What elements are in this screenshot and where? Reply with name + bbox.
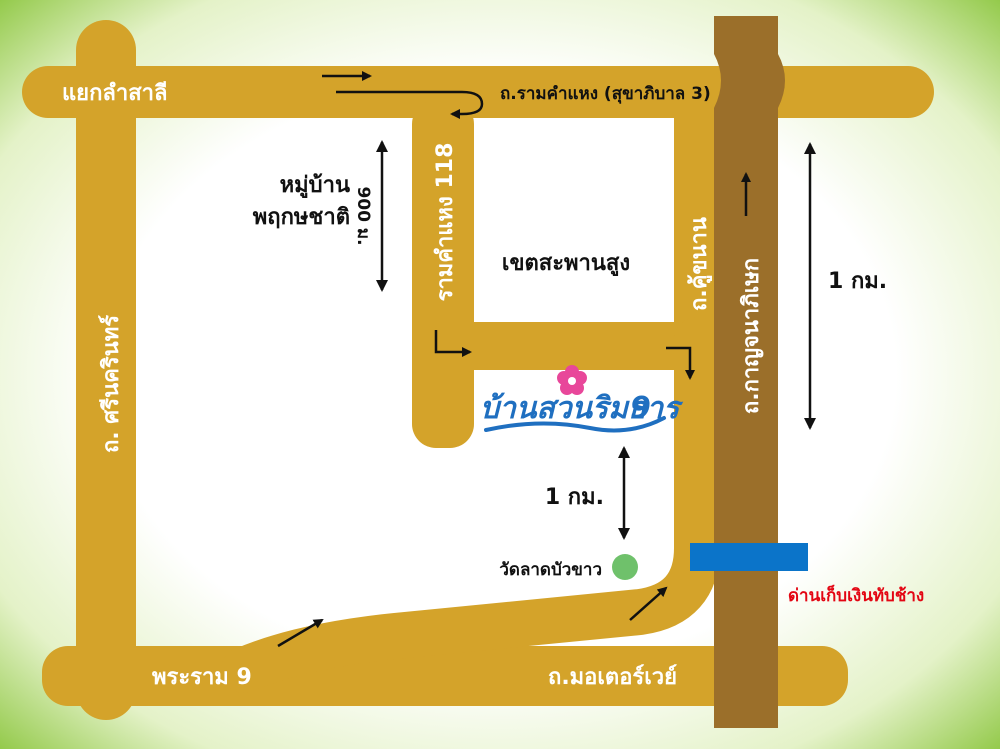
village-logo: บ้านสวนริมธาร 9 — [480, 365, 684, 433]
label-kanchanaphisek: ถ.กาญจนาภิเษก — [739, 258, 764, 414]
logo-wave — [484, 416, 666, 433]
road-srinakarin — [76, 20, 136, 720]
label-soi-length: 900 ม. — [353, 186, 373, 245]
label-rama-9: พระราม 9 — [152, 665, 252, 690]
toll-gate-marker — [690, 543, 808, 571]
logo-text: บ้านสวนริมธาร — [480, 391, 684, 426]
label-khu-khon: ถ.คู้ขนาน — [687, 217, 713, 311]
temple-dot-icon — [612, 554, 638, 580]
logo-number: 9 — [630, 391, 651, 426]
district-block — [474, 118, 674, 322]
direction-arrows — [277, 71, 751, 648]
road-connector — [412, 322, 712, 370]
direction-arrow-icon — [277, 618, 324, 648]
distance-arrows — [376, 140, 816, 540]
label-village: หมู่บ้าน — [280, 173, 350, 199]
label-temple: วัดลาดบัวขาว — [499, 560, 602, 580]
label-village-2: พฤกษชาติ — [253, 205, 350, 230]
road-network — [22, 20, 934, 720]
direction-arrow-icon — [666, 346, 695, 380]
direction-arrow-icon — [434, 330, 472, 357]
u-turn-arrow-icon — [336, 90, 484, 119]
label-lamsali: แยกลำสาลี — [62, 81, 168, 106]
label-motorway: ถ.มอเตอร์เวย์ — [548, 664, 677, 690]
label-toll-gate: ด่านเก็บเงินทับช้าง — [788, 583, 924, 606]
label-highway-span: 1 กม. — [828, 269, 887, 294]
direction-arrow-icon — [629, 586, 668, 621]
label-district: เขตสะพานสูง — [502, 251, 630, 277]
label-srinakarin: ถ. ศรีนครินทร์ — [98, 315, 124, 453]
road-khu-khon-curve — [221, 317, 720, 693]
flower-icon — [557, 365, 587, 395]
label-to-temple: 1 กม. — [545, 485, 604, 510]
label-ramkhamhaeng: ถ.รามคำแหง (สุขาภิบาล 3) — [500, 84, 711, 104]
road-khu-khon — [674, 100, 720, 350]
label-ramkhamhaeng-118: รามคำแหง 118 — [433, 143, 458, 302]
